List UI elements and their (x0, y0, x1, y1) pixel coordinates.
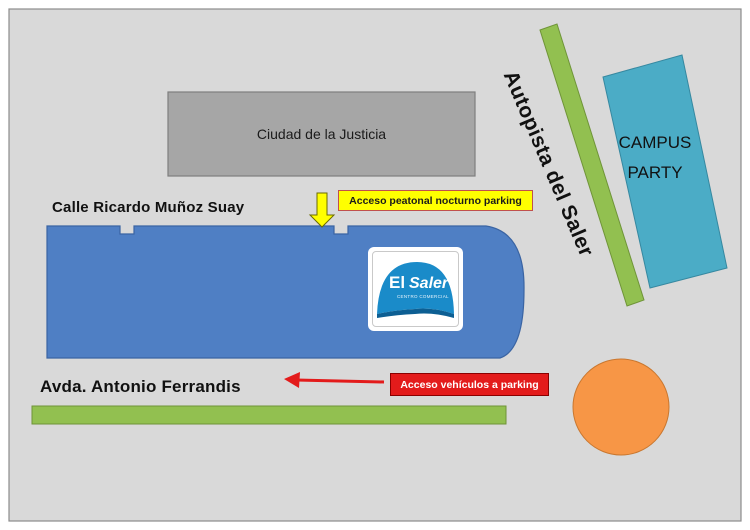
pedestrian-access-arrow (308, 192, 336, 228)
roundabout (572, 358, 670, 456)
logo-wave (377, 308, 454, 318)
calle-ricardo-label: Calle Ricardo Muñoz Suay (52, 199, 245, 216)
el-saler-logo: El Saler CENTRO COMERCIAL (368, 247, 463, 331)
logo-subtitle: CENTRO COMERCIAL (397, 294, 449, 299)
logo-brand-el: El (389, 273, 406, 292)
green-strip-autopista (539, 23, 645, 307)
pedestrian-access-note: Acceso peatonal nocturno parking (338, 190, 533, 211)
el-saler-logo-frame: El Saler CENTRO COMERCIAL (372, 251, 459, 327)
campus-party-building (602, 54, 728, 289)
logo-brand-saler: Saler (409, 275, 449, 292)
ciudad-justicia-label: Ciudad de la Justicia (256, 126, 387, 142)
campus-party-label: CAMPUS PARTY (618, 133, 692, 182)
logo-blue-dome (377, 262, 454, 314)
green-strip-avenida (31, 405, 507, 425)
ciudad-justicia-building (167, 91, 476, 177)
vehicle-access-arrow-line (295, 378, 385, 384)
vehicle-access-note: Acceso vehículos a parking (390, 373, 549, 396)
el-saler-logo-shape (377, 262, 454, 318)
avda-ferrandis-label: Avda. Antonio Ferrandis (40, 377, 241, 396)
vehicle-access-arrowhead (284, 372, 300, 388)
